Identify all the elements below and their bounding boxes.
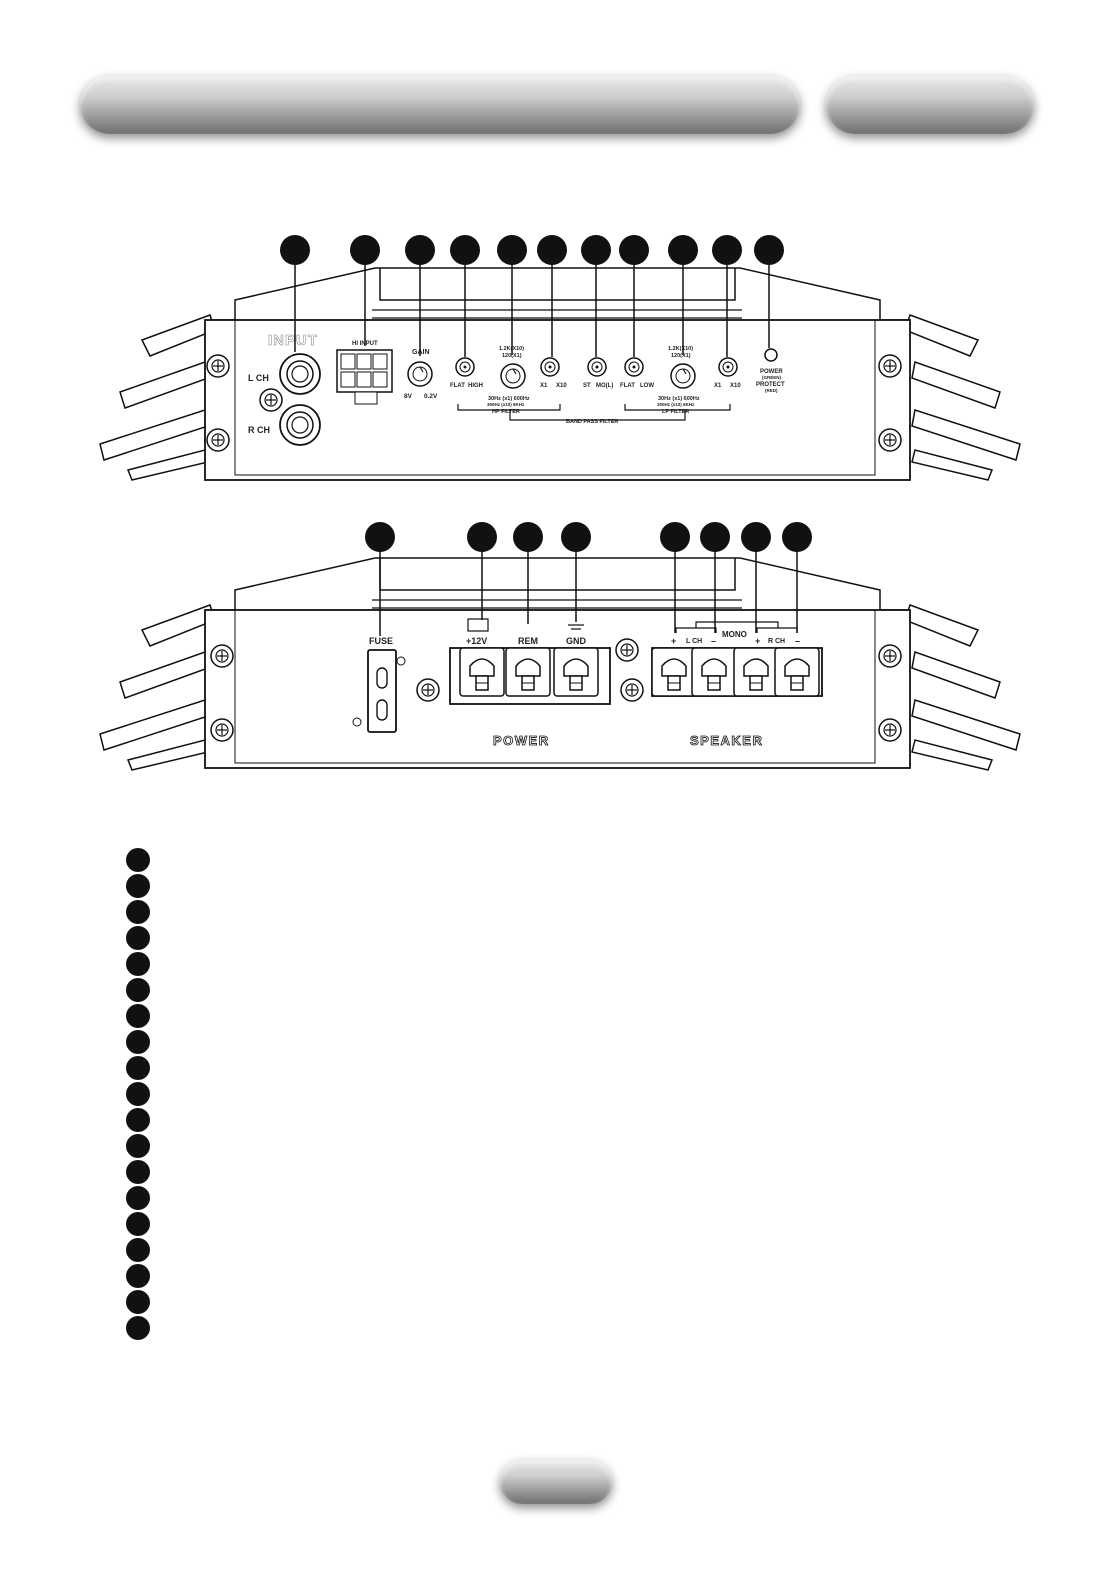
legend-bullet-15 (126, 1212, 150, 1236)
legend-bullet-18 (126, 1290, 150, 1314)
hp-x1-x10-switch[interactable] (540, 357, 560, 377)
plus-l-label: + (671, 636, 676, 646)
lp-freq-top2-label: 120(X1) (671, 353, 691, 359)
power-protect-led (764, 348, 778, 362)
lp-x1-x10-switch[interactable] (718, 357, 738, 377)
terminal-rem[interactable] (505, 647, 551, 697)
plus-r-label: + (755, 636, 760, 646)
lp-flat-label: FLAT (620, 383, 635, 389)
hp-range-label: 30Hz (x1) 600Hz (488, 396, 530, 402)
rem-label: REM (518, 636, 538, 646)
hp-flat-high-switch[interactable] (455, 357, 475, 377)
fuse-holder[interactable] (352, 649, 406, 733)
hp-x10-label: X10 (556, 383, 567, 389)
legend-bullet-3 (126, 900, 150, 924)
rca-right[interactable] (279, 404, 321, 446)
protect2-label: (RED) (765, 388, 778, 393)
bottom-panel: FUSE +12V REM GND POWER + L CH – MONO + … (99, 522, 1021, 771)
protect-label: PROTECT (756, 382, 785, 388)
legend-bullet-17 (126, 1264, 150, 1288)
legend-bullet-16 (126, 1238, 150, 1262)
terminal-l-minus[interactable] (691, 647, 737, 697)
mono-bridge-label: MONO (722, 630, 747, 639)
hp-range2-label: 300Hz (x10) 6KHz (487, 402, 525, 407)
header-bar-right (826, 76, 1034, 134)
lp-x10-label: X10 (730, 383, 741, 389)
terminal-l-plus[interactable] (651, 647, 697, 697)
l-ch-label: L CH (248, 373, 269, 383)
legend-bullet-14 (126, 1186, 150, 1210)
r-ch-label: R CH (248, 425, 270, 435)
hp-freq-knob[interactable] (500, 363, 526, 389)
power-logo: POWER (493, 733, 550, 748)
legend-bullet-11 (126, 1108, 150, 1132)
minus-r-label: – (795, 636, 800, 646)
power-led2-label: (GREEN) (762, 375, 782, 380)
gain-min-label: 8V (404, 393, 413, 400)
input-logo: INPUT (268, 332, 318, 349)
hp-flat-label: FLAT (450, 383, 465, 389)
terminal-r-minus[interactable] (774, 647, 820, 697)
fuse-label: FUSE (369, 636, 393, 646)
hp-high-label: HIGH (468, 383, 483, 389)
legend-bullet-9 (126, 1056, 150, 1080)
terminal-gnd[interactable] (553, 647, 599, 697)
legend-bullet-12 (126, 1134, 150, 1158)
lp-range2-label: 300Hz (x10) 6KHz (657, 402, 695, 407)
gain-max-label: 0.2V (424, 393, 438, 400)
gain-knob[interactable] (407, 361, 433, 387)
mono-label: MO(L) (596, 383, 613, 389)
legend-bullet-6 (126, 978, 150, 1002)
legend-bullet-1 (126, 848, 150, 872)
speaker-logo: SPEAKER (690, 733, 763, 748)
legend-bullet-5 (126, 952, 150, 976)
minus-l-label: – (711, 636, 716, 646)
lp-filter-label: LP FILTER (662, 409, 689, 415)
legend-bullet-13 (126, 1160, 150, 1184)
top-callout-dots (280, 235, 784, 265)
gnd-label: GND (566, 636, 587, 646)
band-pass-label: BAND PASS FILTER (566, 419, 618, 425)
st-mono-switch[interactable] (587, 357, 607, 377)
hp-filter-label: HP FILTER (492, 409, 520, 415)
hp-freq-top2-label: 120(X1) (502, 353, 522, 359)
lp-x1-label: X1 (714, 383, 722, 389)
legend-bullet-2 (126, 874, 150, 898)
legend-bullet-10 (126, 1082, 150, 1106)
r-ch-speaker-label: R CH (768, 638, 785, 645)
legend-bullet-4 (126, 926, 150, 950)
top-panel: INPUT L CH R CH HI INPUT GAIN 8V (99, 235, 1021, 481)
rca-left[interactable] (279, 353, 321, 395)
lp-freq-top-label: 1.2K(X10) (668, 346, 693, 352)
header-bar-left (80, 76, 800, 134)
legend-bullet-8 (126, 1030, 150, 1054)
hp-x1-label: X1 (540, 383, 548, 389)
terminal-12v[interactable] (459, 647, 505, 697)
top-callout-leaders (294, 250, 770, 357)
lp-freq-knob[interactable] (670, 363, 696, 389)
lp-range-label: 30Hz (x1) 600Hz (658, 396, 700, 402)
legend-bullet-19 (126, 1316, 150, 1340)
terminal-r-plus[interactable] (733, 647, 779, 697)
lp-flat-low-switch[interactable] (624, 357, 644, 377)
st-label: ST (583, 383, 591, 389)
hi-input-connector[interactable] (336, 349, 393, 405)
lp-low-label: LOW (640, 383, 654, 389)
l-ch-speaker-label: L CH (686, 638, 702, 645)
power-led-label: POWER (760, 369, 783, 375)
page-number-pill (500, 1460, 612, 1504)
plus12v-label: +12V (466, 636, 487, 646)
bottom-callout-dots (365, 522, 812, 552)
legend-bullet-7 (126, 1004, 150, 1028)
